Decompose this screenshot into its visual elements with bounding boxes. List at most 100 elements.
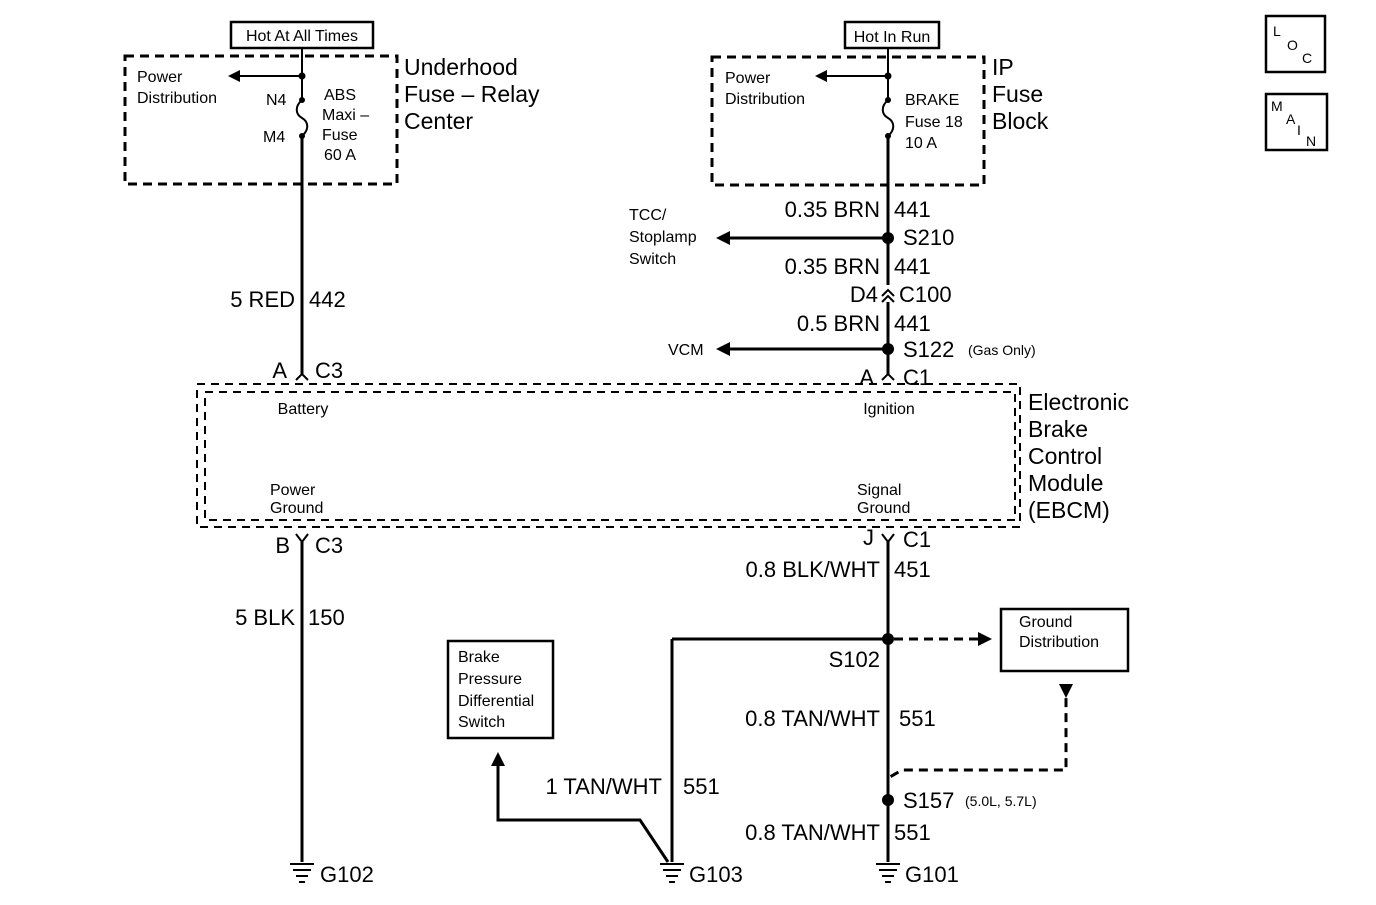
pin-n4: N4 (266, 92, 287, 109)
label-text: Ground (270, 500, 323, 517)
battery-pin: A (272, 358, 287, 383)
sground-pin: J (863, 525, 874, 550)
w1-gauge: 0.35 BRN (785, 197, 880, 222)
pground-connector: C3 (315, 533, 343, 558)
loc-button[interactable]: L O C (1264, 14, 1327, 74)
label-text: Distribution (1019, 634, 1099, 651)
label-text: Switch (629, 251, 676, 268)
label-text: Stoplamp (629, 229, 697, 246)
brake-pressure-differential-switch: Brake Pressure Differential Switch (446, 639, 555, 740)
splice-s102: S102 (829, 647, 880, 672)
splice-s122: S122 (903, 337, 954, 362)
label-text: Fuse 18 (905, 114, 963, 131)
splice-s210: S210 (903, 225, 954, 250)
sground-connector: C1 (903, 527, 931, 552)
ground-wire-gauge: 5 BLK (235, 605, 295, 630)
label-text: Fuse – Relay (404, 81, 540, 107)
ignition-pin: A (859, 365, 874, 390)
label-text: Fuse (322, 127, 358, 144)
w6-circuit: 551 (894, 820, 931, 845)
brake-fuse-18: BRAKE (905, 92, 959, 109)
label-text: Brake (458, 649, 500, 666)
signal-ground-circuit (491, 533, 1073, 883)
label-text: M (1271, 98, 1283, 114)
ebcm-title: Electronic (1028, 389, 1129, 415)
label-text: A (1286, 111, 1296, 127)
label-text: (EBCM) (1028, 497, 1110, 523)
abs-maxi-fuse: ABS (324, 87, 356, 104)
w5-gauge: 0.8 TAN/WHT (745, 706, 880, 731)
label-text: Center (404, 108, 473, 134)
label-text: I (1297, 122, 1301, 138)
vcm-label: VCM (668, 342, 704, 359)
signal-wire-gauge: 0.8 BLK/WHT (746, 557, 880, 582)
battery-connector: C3 (315, 358, 343, 383)
w6-gauge: 0.8 TAN/WHT (745, 820, 880, 845)
ground-g102: G102 (320, 862, 374, 887)
ignition-connector: C1 (903, 365, 931, 390)
ebcm-signal-ground: Signal (857, 482, 901, 499)
pground-pin: B (275, 533, 290, 558)
w2-gauge: 0.35 BRN (785, 254, 880, 279)
w5-circuit: 551 (899, 706, 936, 731)
power-ground-circuit-150 (290, 533, 314, 883)
ebcm-battery: Battery (278, 401, 329, 418)
main-button[interactable]: M A I N (1264, 92, 1329, 152)
label-text: Hot In Run (854, 29, 930, 46)
battery-wire-gauge: 5 RED (230, 287, 295, 312)
label-text: Hot At All Times (246, 28, 358, 45)
signal-wire-circuit: 451 (894, 557, 931, 582)
s122-note: (Gas Only) (968, 342, 1036, 358)
ebcm-ignition: Ignition (863, 401, 915, 418)
label-text: Ground (1019, 614, 1072, 631)
label-text: C (1302, 50, 1312, 66)
label-text: Control (1028, 443, 1102, 469)
ground-g103: G103 (689, 862, 743, 887)
label-text: Differential (458, 693, 534, 710)
label-text: Module (1028, 470, 1103, 496)
battery-wire-circuit: 442 (309, 287, 346, 312)
ip-fuse-block: Power Distribution BRAKE Fuse 18 10 A (710, 55, 986, 187)
ebcm-module: Battery Ignition Power Ground Signal Gro… (196, 383, 1021, 528)
label-text: Fuse (992, 81, 1043, 107)
ebcm-power-ground: Power (270, 482, 316, 499)
label-text: O (1287, 37, 1298, 53)
ground-g101: G101 (905, 862, 959, 887)
tcc-stoplamp-switch: TCC/ (629, 207, 667, 224)
ip-fuse-block-title: IP (992, 54, 1014, 80)
label-text: 60 A (324, 147, 356, 164)
hot-at-all-times-label: Hot At All Times (229, 20, 375, 50)
label-text: Ground (857, 500, 910, 517)
underhood-title: Underhood (404, 54, 518, 80)
w7-circuit: 551 (683, 774, 720, 799)
ground-distribution-box: Ground Distribution (999, 607, 1130, 673)
label-text: Brake (1028, 416, 1088, 442)
label-text: Maxi – (322, 107, 369, 124)
underhood-power-distribution: Power (137, 69, 183, 86)
label-text: Block (992, 108, 1049, 134)
battery-circuit-442 (228, 48, 309, 381)
w1-circuit: 441 (894, 197, 931, 222)
label-text: Pressure (458, 671, 522, 688)
w2-circuit: 441 (894, 254, 931, 279)
ip-power-distribution: Power (725, 70, 771, 87)
ground-wire-circuit: 150 (308, 605, 345, 630)
underhood-fuse-relay-center: Power Distribution N4 M4 ABS Maxi – Fuse… (123, 54, 399, 186)
label-text: Distribution (725, 91, 805, 108)
label-text: Distribution (137, 90, 217, 107)
hot-in-run-label: Hot In Run (843, 20, 941, 50)
pin-m4: M4 (263, 129, 285, 146)
c100-pin: D4 (850, 282, 878, 307)
w7-gauge: 1 TAN/WHT (545, 774, 662, 799)
label-text: N (1306, 133, 1316, 149)
s157-note: (5.0L, 5.7L) (965, 793, 1037, 809)
label-text: 10 A (905, 135, 937, 152)
splice-s157: S157 (903, 788, 954, 813)
label-text: L (1273, 23, 1281, 39)
ignition-circuit-441 (716, 48, 895, 381)
connector-c100: C100 (899, 282, 952, 307)
w3-gauge: 0.5 BRN (797, 311, 880, 336)
w3-circuit: 441 (894, 311, 931, 336)
